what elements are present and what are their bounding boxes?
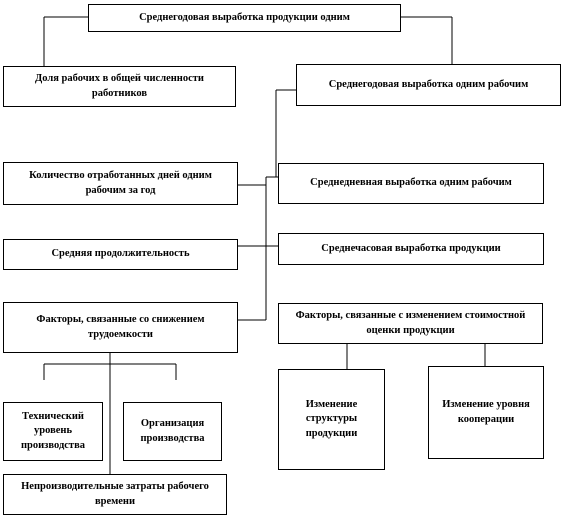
- box-hourly-output-label: Среднечасовая выработка продукции: [321, 242, 501, 254]
- box-days-worked-label: Количество отработанных дней одним рабоч…: [29, 170, 212, 196]
- box-technical-level-label: Технический уровень производства: [20, 411, 85, 451]
- box-share-of-workers: Доля рабочих в общей численности работни…: [3, 66, 236, 107]
- box-average-duration-label: Средняя продолжительность: [51, 248, 190, 260]
- box-structure-change-label: Изменение структуры продукции: [305, 399, 358, 439]
- box-daily-output-per-worker: Среднедневная выработка одним рабочим: [278, 163, 544, 204]
- box-unproductive-costs: Непроизводительные затраты рабочего врем…: [3, 474, 227, 515]
- box-annual-output-per-worker: Среднегодовая выработка одним рабочим: [296, 64, 561, 106]
- box-annual-output-per-employee-label: Среднегодовая выработка продукции одним: [139, 11, 350, 23]
- box-cooperation-change-label: Изменение уровня кооперации: [442, 399, 530, 425]
- box-annual-output-per-employee: Среднегодовая выработка продукции одним: [88, 4, 401, 32]
- box-production-organization: Организация производства: [123, 402, 222, 461]
- box-technical-level: Технический уровень производства: [3, 402, 103, 461]
- box-labor-intensity-factors: Факторы, связанные со снижением трудоемк…: [3, 302, 238, 353]
- box-unproductive-costs-label: Непроизводительные затраты рабочего врем…: [21, 481, 209, 507]
- box-hourly-output: Среднечасовая выработка продукции: [278, 233, 544, 265]
- box-structure-change: Изменение структуры продукции: [278, 369, 385, 470]
- box-share-of-workers-label: Доля рабочих в общей численности работни…: [35, 73, 204, 99]
- box-labor-intensity-factors-label: Факторы, связанные со снижением трудоемк…: [36, 314, 205, 340]
- box-production-organization-label: Организация производства: [140, 418, 205, 444]
- box-valuation-factors-label: Факторы, связанные с изменением стоимост…: [295, 310, 526, 336]
- box-average-duration: Средняя продолжительность: [3, 239, 238, 270]
- box-annual-output-per-worker-label: Среднегодовая выработка одним рабочим: [328, 78, 529, 90]
- box-valuation-factors: Факторы, связанные с изменением стоимост…: [278, 303, 543, 344]
- box-days-worked: Количество отработанных дней одним рабоч…: [3, 162, 238, 205]
- box-daily-output-per-worker-label: Среднедневная выработка одним рабочим: [310, 177, 512, 189]
- box-cooperation-change: Изменение уровня кооперации: [428, 366, 544, 459]
